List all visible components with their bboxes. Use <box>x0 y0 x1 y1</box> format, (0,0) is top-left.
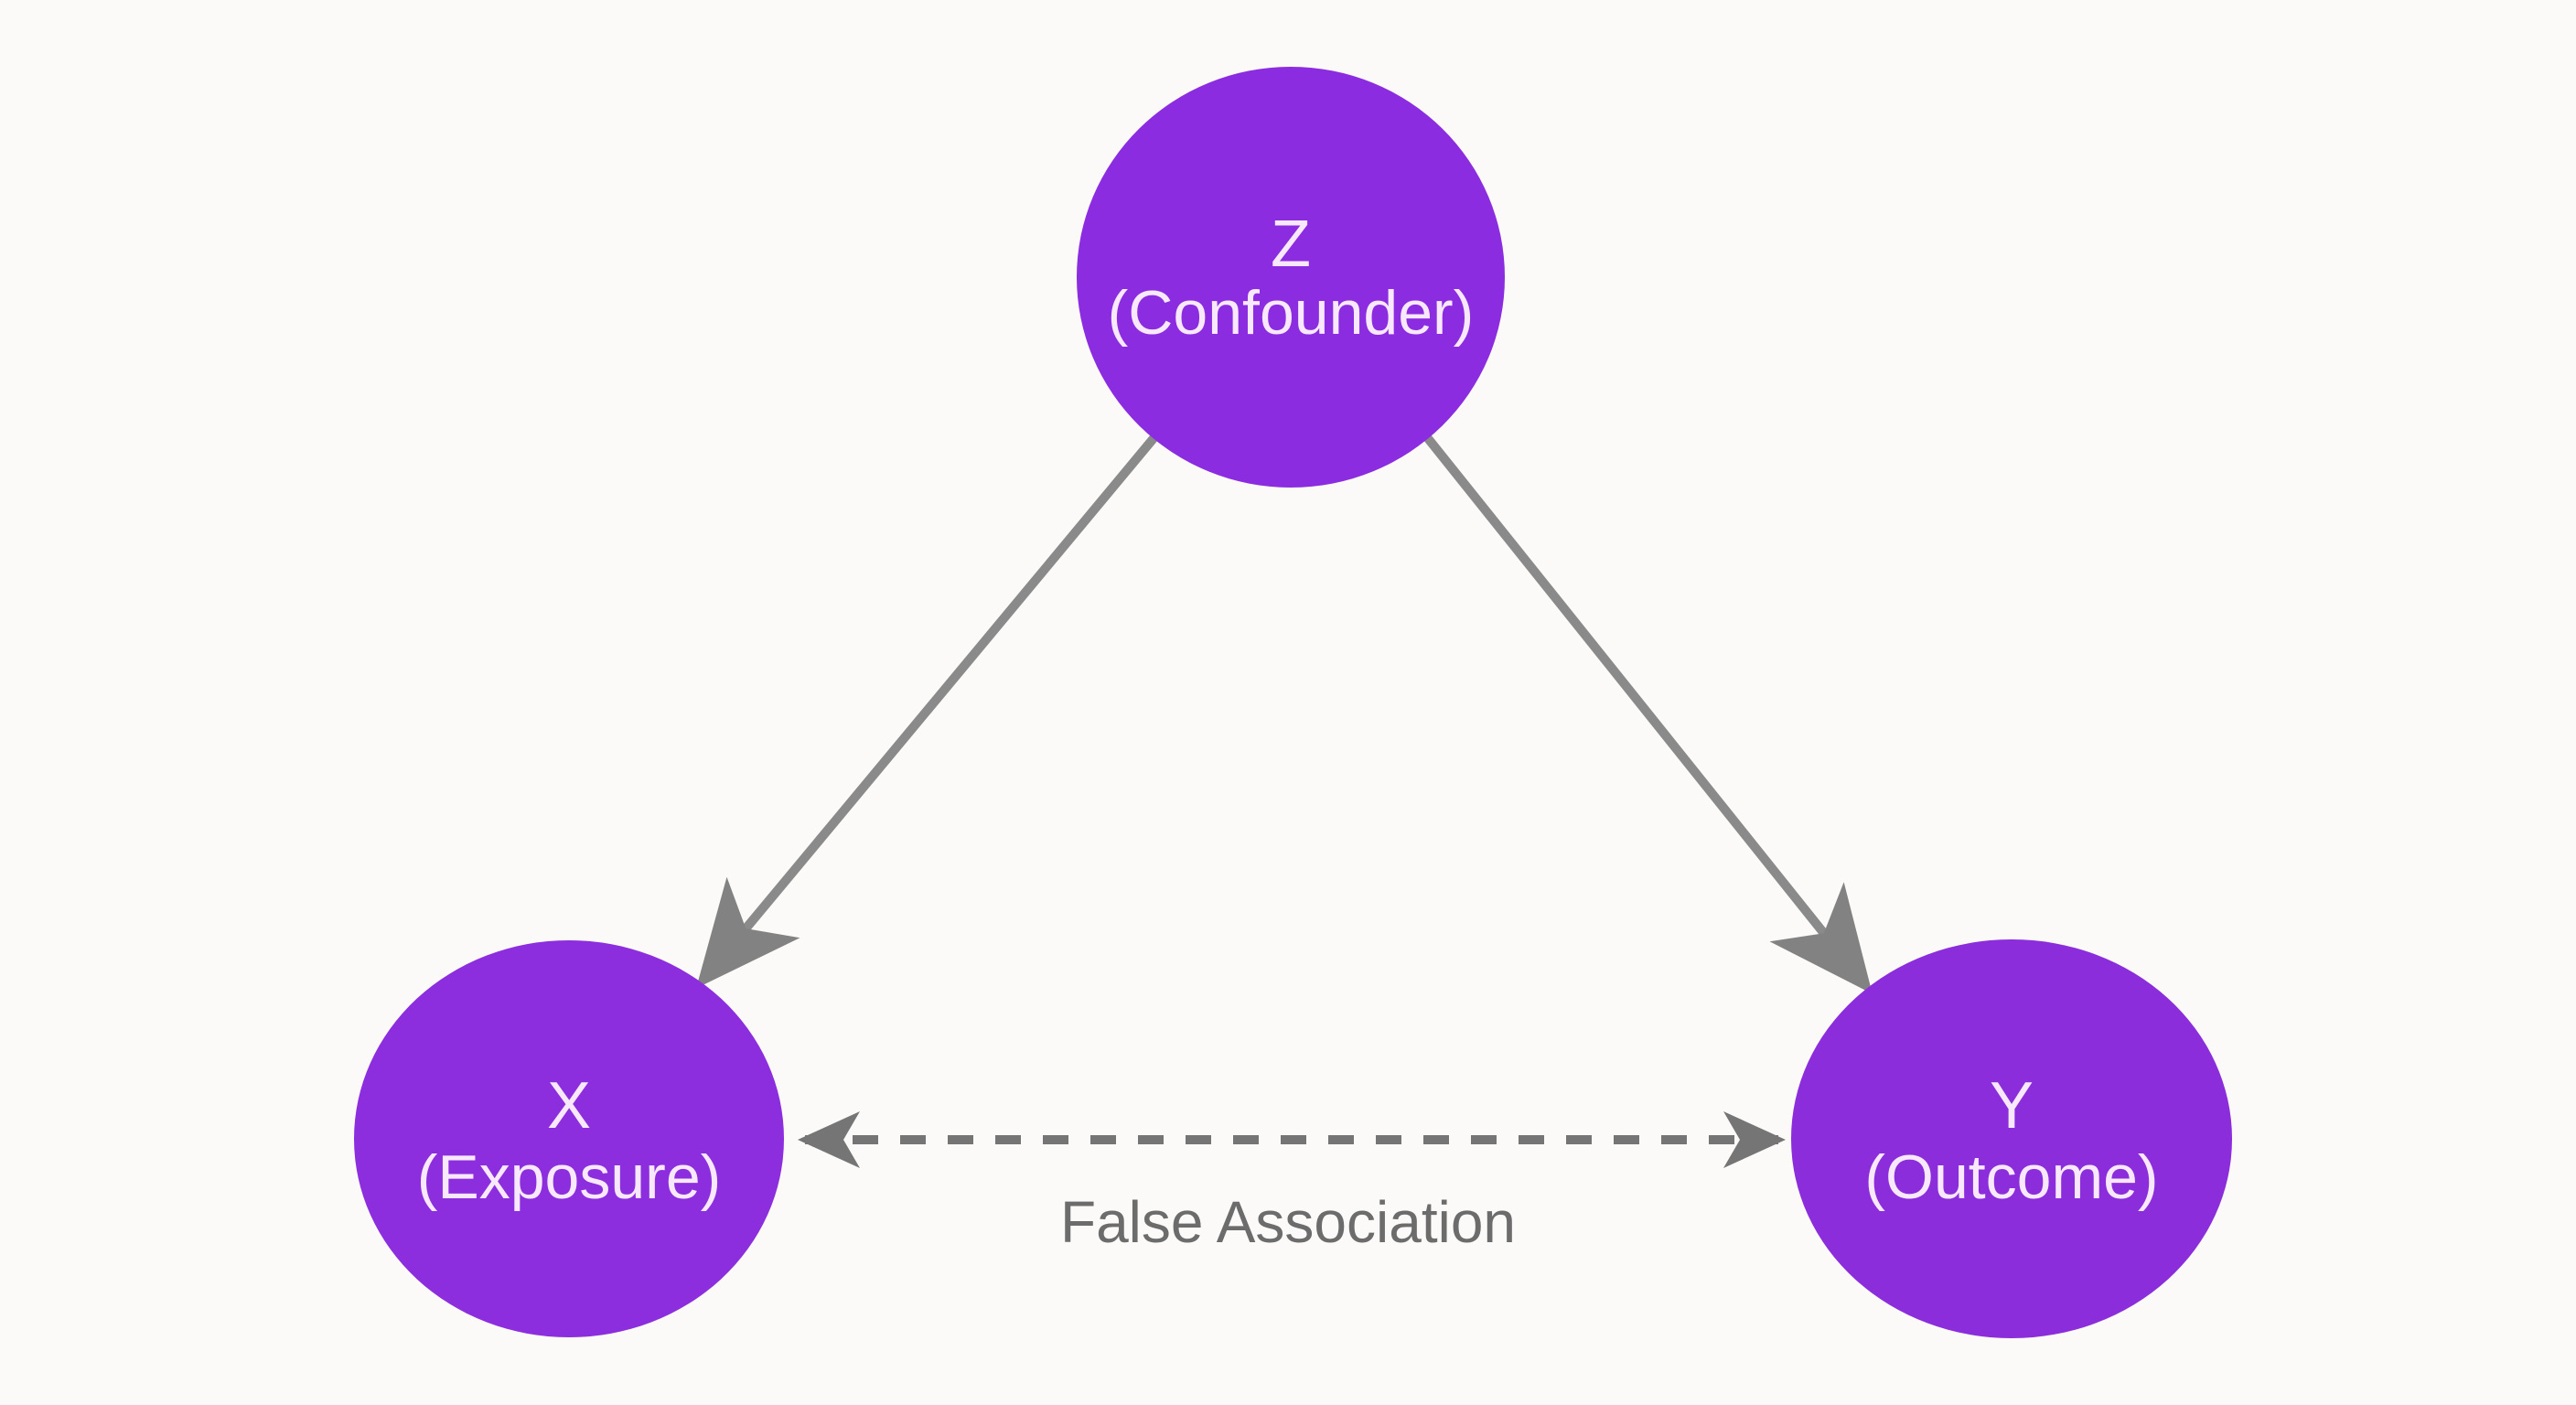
node-outcome-circle <box>1791 939 2232 1338</box>
node-outcome: Y (Outcome) <box>1791 939 2232 1338</box>
node-exposure-label: X <box>547 1069 591 1142</box>
node-confounder-circle <box>1077 67 1505 488</box>
node-exposure: X (Exposure) <box>354 940 784 1337</box>
node-confounder: Z (Confounder) <box>1077 67 1505 488</box>
edge-z-to-x-arrow <box>695 434 1158 989</box>
node-exposure-sublabel: (Exposure) <box>417 1142 722 1212</box>
node-confounder-label: Z <box>1271 208 1311 281</box>
edge-z-to-y-arrow <box>1423 434 1873 994</box>
node-outcome-label: Y <box>1990 1069 2034 1142</box>
node-exposure-circle <box>354 940 784 1337</box>
false-association-label: False Association <box>1060 1189 1516 1255</box>
node-outcome-sublabel: (Outcome) <box>1864 1142 2158 1212</box>
node-confounder-sublabel: (Confounder) <box>1108 278 1475 348</box>
